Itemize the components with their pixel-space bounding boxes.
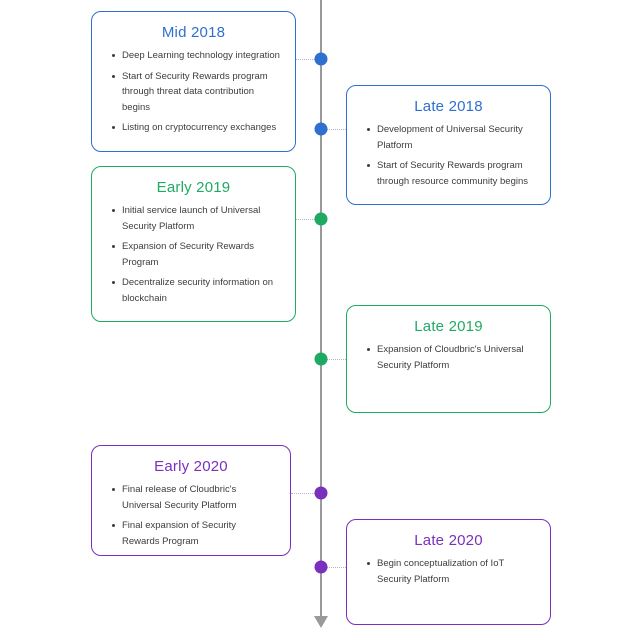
milestone-title-late-2018: Late 2018	[414, 98, 483, 115]
milestone-card-late-2019[interactable]: Late 2019 Expansion of Cloudbric's Unive…	[346, 305, 551, 413]
list-item: Final release of Cloudbric's Universal S…	[112, 482, 276, 513]
timeline-arrow-icon	[314, 616, 328, 628]
milestone-card-late-2018[interactable]: Late 2018 Development of Universal Secur…	[346, 85, 551, 205]
list-item: Development of Universal Security Platfo…	[367, 122, 536, 153]
milestone-list-early-2019: Initial service launch of Universal Secu…	[106, 203, 281, 306]
list-item: Start of Security Rewards program throug…	[112, 69, 281, 116]
milestone-dot-mid-2018[interactable]	[314, 52, 328, 66]
milestone-title-late-2020: Late 2020	[414, 532, 483, 549]
milestone-list-late-2020: Begin conceptualization of IoT Security …	[361, 556, 536, 587]
milestone-title-mid-2018: Mid 2018	[161, 24, 226, 41]
connector-early-2020	[291, 493, 321, 494]
milestone-dot-late-2020[interactable]	[314, 560, 328, 574]
list-item: Final expansion of Security Rewards Prog…	[112, 518, 276, 549]
milestone-title-early-2019: Early 2019	[156, 179, 231, 196]
list-item: Expansion of Security Rewards Program	[112, 239, 281, 270]
milestone-dot-early-2020[interactable]	[314, 486, 328, 500]
connector-late-2020	[321, 567, 346, 568]
list-item: Deep Learning technology integration	[112, 48, 281, 64]
list-item: Decentralize security information on blo…	[112, 275, 281, 306]
milestone-list-mid-2018: Deep Learning technology integration Sta…	[106, 48, 281, 136]
list-item: Listing on cryptocurrency exchanges	[112, 120, 281, 136]
list-item: Begin conceptualization of IoT Security …	[367, 556, 536, 587]
connector-early-2019	[295, 219, 321, 220]
milestone-title-late-2019: Late 2019	[414, 318, 483, 335]
milestone-card-late-2020[interactable]: Late 2020 Begin conceptualization of IoT…	[346, 519, 551, 625]
connector-late-2019	[321, 359, 346, 360]
milestone-card-mid-2018[interactable]: Mid 2018 Deep Learning technology integr…	[91, 11, 296, 152]
timeline-axis	[320, 0, 322, 620]
milestone-card-early-2019[interactable]: Early 2019 Initial service launch of Uni…	[91, 166, 296, 322]
milestone-dot-early-2019[interactable]	[314, 212, 328, 226]
milestone-list-early-2020: Final release of Cloudbric's Universal S…	[106, 482, 276, 549]
milestone-dot-late-2019[interactable]	[314, 352, 328, 366]
milestone-list-late-2019: Expansion of Cloudbric's Universal Secur…	[361, 342, 536, 373]
milestone-list-late-2018: Development of Universal Security Platfo…	[361, 122, 536, 189]
connector-mid-2018	[295, 59, 321, 60]
list-item: Start of Security Rewards program throug…	[367, 158, 536, 189]
list-item: Initial service launch of Universal Secu…	[112, 203, 281, 234]
milestone-card-early-2020[interactable]: Early 2020 Final release of Cloudbric's …	[91, 445, 291, 556]
list-item: Expansion of Cloudbric's Universal Secur…	[367, 342, 536, 373]
milestone-title-early-2020: Early 2020	[154, 458, 228, 475]
milestone-dot-late-2018[interactable]	[314, 122, 328, 136]
connector-late-2018	[321, 129, 346, 130]
